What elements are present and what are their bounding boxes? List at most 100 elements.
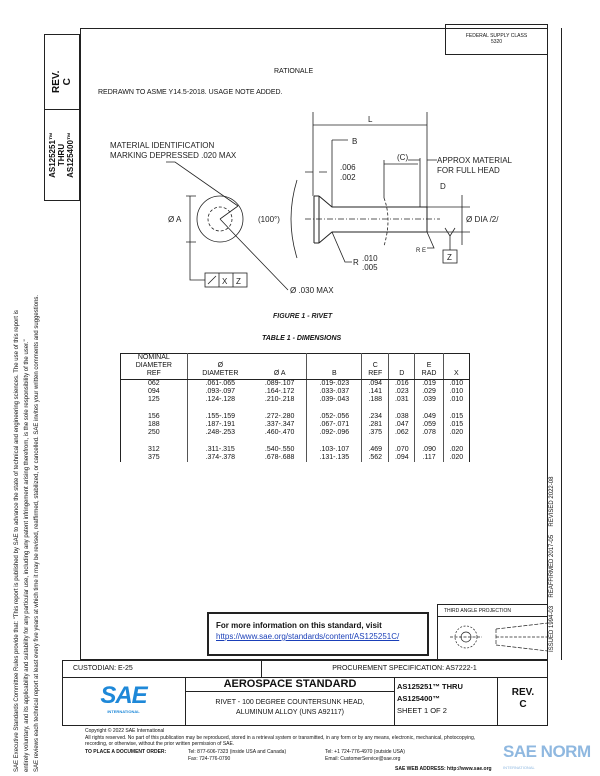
table-cell: .038 bbox=[388, 404, 415, 421]
label-002: .002 bbox=[340, 173, 356, 182]
table-cell: .020 bbox=[442, 437, 470, 454]
standard-link[interactable]: https://www.sae.org/standards/content/AS… bbox=[216, 632, 400, 641]
label-R: R bbox=[353, 258, 359, 267]
table-row: 375.374-.378.678-.688.131-.135.562.094.1… bbox=[121, 454, 470, 462]
tel-us: Tel: 877-606-7323 (inside USA and Canada… bbox=[188, 749, 287, 755]
info-box: For more information on this standard, v… bbox=[207, 612, 429, 656]
table-cell: .049 bbox=[414, 404, 444, 421]
column-header: X bbox=[442, 353, 470, 380]
label-marking-1: MATERIAL IDENTIFICATION bbox=[110, 141, 215, 150]
rights-text: All rights reserved. No part of this pub… bbox=[85, 734, 476, 741]
header-line bbox=[362, 354, 388, 362]
order-label: TO PLACE A DOCUMENT ORDER: bbox=[85, 749, 167, 755]
table-cell: .019 bbox=[414, 379, 444, 388]
doc-number: AS125251™ THRU AS125400™ SHEET 1 OF 2 bbox=[397, 681, 487, 717]
header-line bbox=[253, 362, 306, 370]
table-cell: .015 bbox=[442, 421, 470, 429]
header-line: B bbox=[332, 370, 337, 377]
doc-title-line-2: ALUMINUM ALLOY (UNS A92117) bbox=[236, 709, 344, 716]
label-approx-1: APPROX MATERIAL bbox=[437, 156, 513, 165]
table-cell: .164-.172 bbox=[264, 388, 295, 395]
table-cell: .029 bbox=[414, 388, 444, 396]
label-datum-z: Z bbox=[447, 253, 452, 262]
table-cell: 312 bbox=[147, 446, 160, 453]
table-cell: .375 bbox=[361, 429, 389, 437]
table-cell: 125 bbox=[147, 396, 160, 403]
table-cell: .070 bbox=[388, 437, 415, 454]
header-line bbox=[253, 354, 306, 362]
figure-caption: FIGURE 1 - RIVET bbox=[273, 313, 333, 320]
table-cell: .540-.550 bbox=[264, 446, 295, 453]
rev-label: REV. bbox=[511, 687, 535, 698]
header-line: Ø bbox=[217, 362, 224, 369]
table-row: 156.155-.159.272-.280.052-.056.234.038.0… bbox=[121, 404, 470, 421]
label-030-max: Ø .030 MAX bbox=[290, 286, 334, 295]
rivet-outline bbox=[313, 195, 428, 244]
table-cell: 188 bbox=[147, 421, 160, 428]
header-line: E bbox=[426, 362, 432, 369]
table-cell: 250 bbox=[147, 429, 160, 436]
label-dia: Ø DIA /2/ bbox=[466, 215, 499, 224]
header-line bbox=[444, 354, 469, 362]
header-line: C bbox=[372, 362, 378, 369]
table-cell: .016 bbox=[388, 379, 415, 388]
table-cell: .093-.097 bbox=[186, 388, 253, 396]
table-cell: .059 bbox=[414, 421, 444, 429]
table-cell: .023 bbox=[388, 388, 415, 396]
header-line bbox=[444, 362, 469, 370]
dim-dia bbox=[427, 195, 470, 245]
dim-B bbox=[331, 139, 348, 207]
table-cell: .374-.378 bbox=[186, 454, 253, 462]
table-cell: .047 bbox=[388, 421, 415, 429]
table-cell: .311-.315 bbox=[186, 437, 253, 454]
column-header: Ø A bbox=[252, 353, 307, 380]
label-fcf-x: X bbox=[222, 277, 228, 286]
table-cell: .033-.037 bbox=[306, 388, 362, 396]
header-line bbox=[307, 362, 361, 370]
table-cell: .019-.023 bbox=[306, 379, 362, 388]
table-cell: .678-.688 bbox=[264, 454, 295, 461]
header-line: REF bbox=[368, 370, 383, 377]
label-L: L bbox=[368, 115, 373, 124]
table-cell: .010 bbox=[442, 396, 470, 404]
table-cell: .020 bbox=[442, 429, 470, 437]
marking-circle bbox=[207, 206, 233, 232]
table-cell: .090 bbox=[414, 437, 444, 454]
table-cell: .089-.107 bbox=[264, 380, 295, 387]
table-cell: .039 bbox=[414, 396, 444, 404]
web-address: SAE WEB ADDRESS: http://www.sae.org bbox=[395, 766, 492, 772]
rationale-heading: RATIONALE bbox=[274, 68, 314, 75]
label-angle: (100°) bbox=[258, 215, 280, 224]
header-line bbox=[389, 362, 414, 370]
feature-control-frame bbox=[204, 272, 248, 288]
column-header: B bbox=[306, 353, 362, 380]
rev-block: REV. C bbox=[497, 677, 548, 726]
doc-type-heading: AEROSPACE STANDARD bbox=[186, 677, 395, 692]
history-issued: ISSUED 1994-03 REAFFIRMED 2017-05 REVISE… bbox=[549, 476, 555, 652]
header-line bbox=[188, 354, 253, 362]
table-row: 312.311-.315.540-.550.103-.107.469.070.0… bbox=[121, 437, 470, 454]
label-C: (C) bbox=[397, 153, 408, 162]
head-outline bbox=[196, 195, 244, 243]
column-header: D bbox=[388, 353, 415, 380]
fcf-dividers bbox=[207, 273, 234, 287]
full-head-outline bbox=[383, 197, 389, 247]
projection-box: THIRD ANGLE PROJECTION bbox=[437, 604, 549, 660]
doc-title-line-1: RIVET - 100 DEGREE COUNTERSUNK HEAD, bbox=[215, 699, 365, 706]
table-cell: .117 bbox=[414, 454, 444, 462]
fax: Fax: 724-776-0790 bbox=[188, 756, 231, 762]
table-cell: .020 bbox=[442, 454, 470, 462]
table-cell: 156 bbox=[147, 413, 160, 420]
sae-norm-watermark: SAE NORM bbox=[503, 742, 591, 761]
label-D: D bbox=[440, 182, 446, 191]
table-cell: .092-.096 bbox=[306, 429, 362, 437]
header-line: X bbox=[454, 370, 459, 377]
header-line: REF bbox=[146, 370, 161, 377]
table-cell: .141 bbox=[361, 388, 389, 396]
dim-D bbox=[408, 158, 437, 207]
label-dia-A: Ø A bbox=[168, 215, 182, 224]
